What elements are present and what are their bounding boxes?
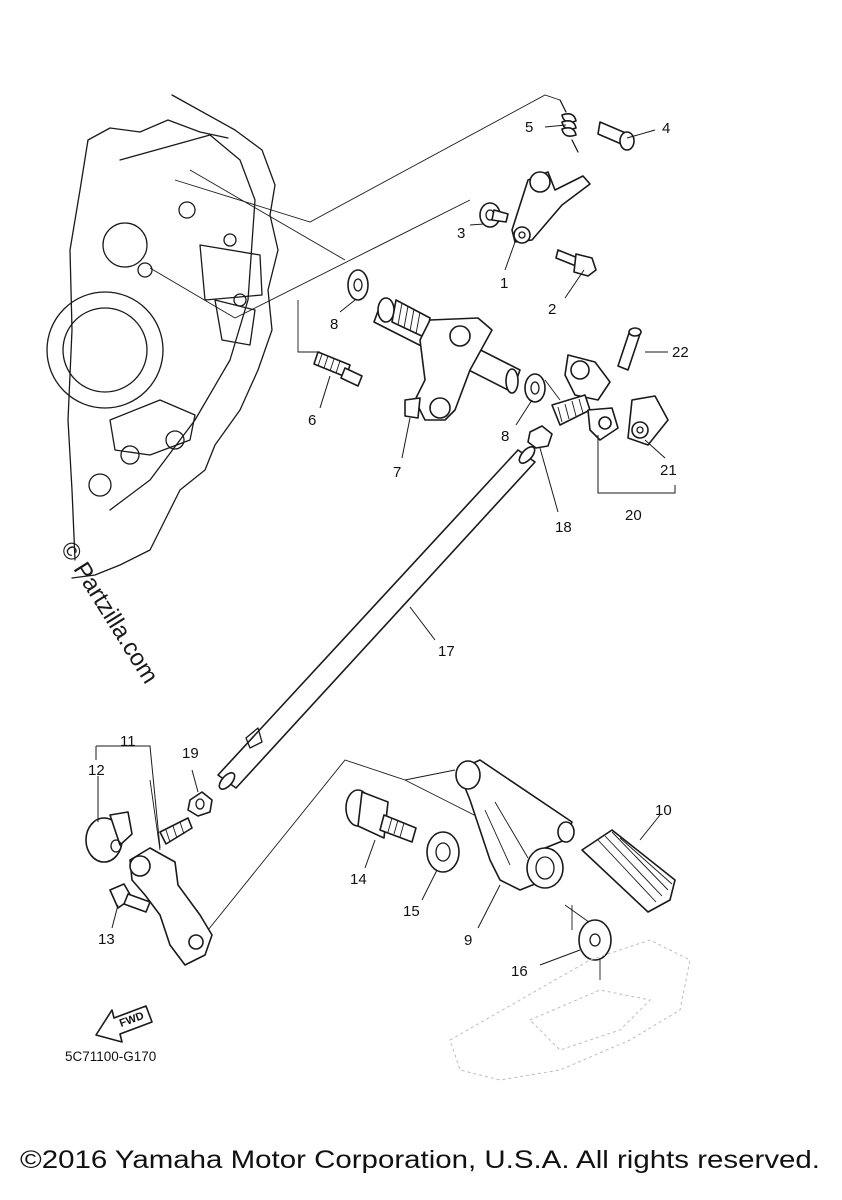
callout-8-upper: 8 [330,316,338,333]
callout-6: 6 [308,412,316,429]
callout-4: 4 [662,120,670,137]
callout-15: 15 [403,903,420,920]
callout-8-lower: 8 [501,428,509,445]
callout-5: 5 [525,119,533,136]
part-19-nut [187,791,213,817]
callout-numbers: 1 2 3 4 5 6 7 8 8 9 10 11 12 13 14 15 16… [88,119,689,980]
crankcase-outline [46,94,279,579]
callout-17: 17 [438,643,455,660]
callout-19: 19 [182,745,199,762]
part-12-joint [85,811,133,863]
part-6-stud [313,351,363,387]
part-8-washer-upper [347,269,369,301]
callout-7: 7 [393,464,401,481]
callout-12: 12 [88,762,105,779]
part-7-shift-shaft [373,297,521,421]
part-3-collar [479,202,509,228]
diagram-part-code: 5C71100-G170 [65,1049,156,1064]
callout-20: 20 [625,507,642,524]
callout-22: 22 [672,344,689,361]
part-1-lever [511,171,591,244]
callout-13: 13 [98,931,115,948]
part-10-pedal-rubber [581,829,676,913]
part-16-washer [578,919,612,961]
part-15-washer [426,831,460,873]
callout-18: 18 [555,519,572,536]
callout-1: 1 [500,275,508,292]
part-5-spring [559,99,579,153]
part-20-joint-assembly [551,354,676,494]
part-9-shift-pedal [455,759,575,891]
callout-14: 14 [350,871,367,888]
callout-2: 2 [548,301,556,318]
callout-10: 10 [655,802,672,819]
callout-leader-lines [97,124,668,966]
part-17-shift-rod [217,446,536,790]
forward-direction-arrow-icon: FWD [95,1005,153,1043]
callout-11: 11 [120,733,136,750]
callout-3: 3 [457,225,465,242]
callout-9: 9 [464,932,472,949]
part-11-lever-assembly [95,745,213,966]
partzilla-watermark: © Partzilla.com [55,537,164,688]
callout-21: 21 [660,462,677,479]
part-13-bolt [109,883,151,913]
copyright-notice: ©2016 Yamaha Motor Corporation, U.S.A. A… [20,1146,820,1174]
faint-background-sketch [449,939,691,1081]
part-8-washer-lower [524,373,546,403]
assembly-guide-lines [149,94,601,980]
part-22-bolt [617,327,642,371]
part-21-ball-joint [627,395,669,446]
part-4-pin [597,121,635,151]
part-18-nut [527,425,553,449]
part-2-bolt [555,249,597,277]
callout-16: 16 [511,963,528,980]
part-14-pivot-bolt [345,789,417,843]
